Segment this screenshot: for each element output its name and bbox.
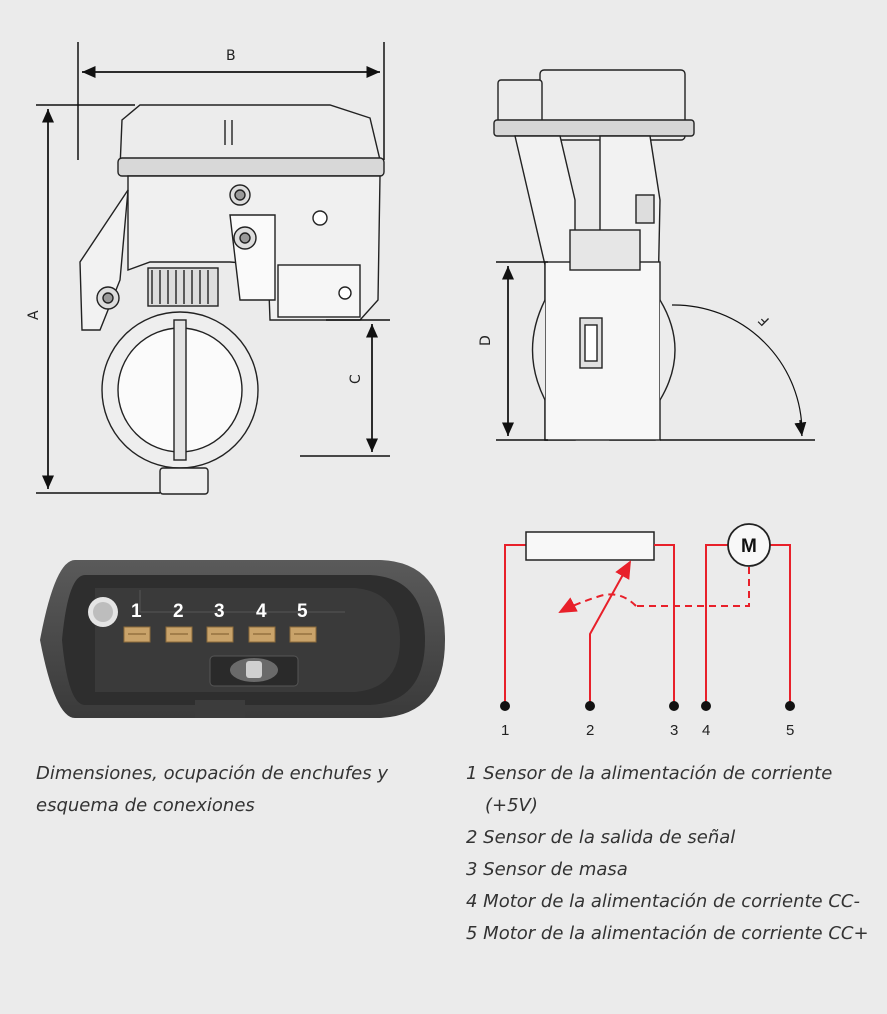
side-dimensions — [496, 261, 815, 441]
terminal-label-5: 5 — [786, 722, 794, 739]
pin-label-5: 5 — [297, 601, 308, 622]
pin-1 — [123, 626, 151, 643]
pin-label-4: 4 — [256, 601, 267, 622]
figure-caption: Dimensiones, ocupación de enchufes y esq… — [36, 758, 436, 822]
dim-label-b: B — [226, 48, 236, 64]
caption-line-2: esquema de conexiones — [36, 795, 255, 816]
spring — [147, 267, 219, 307]
pin-2 — [165, 626, 193, 643]
pin-3 — [206, 626, 234, 643]
pin-4 — [248, 626, 276, 643]
connector-pins — [123, 626, 317, 643]
terminal-label-2: 2 — [586, 722, 594, 739]
dim-label-a: A — [26, 310, 42, 320]
front-dimensions — [36, 42, 390, 494]
dim-label-c: C — [348, 374, 364, 384]
legend-item-1: 1 Sensor de la alimentación de corriente… — [466, 763, 833, 816]
legend-item-5: 5 Motor de la alimentación de corriente … — [466, 923, 869, 944]
dim-label-d: D — [478, 335, 494, 346]
terminal-label-4: 4 — [702, 722, 710, 739]
front-view-drawing — [79, 104, 385, 495]
pin-label-1: 1 — [131, 601, 142, 622]
circuit-terminals — [500, 701, 795, 711]
pin-label-3: 3 — [214, 601, 225, 622]
pin-5 — [289, 626, 317, 643]
connector-plug — [40, 560, 445, 718]
legend-item-4: 4 Motor de la alimentación de corriente … — [466, 891, 860, 912]
caption-line-1: Dimensiones, ocupación de enchufes y — [36, 763, 388, 784]
terminal-label-1: 1 — [501, 722, 509, 739]
legend-item-2: 2 Sensor de la salida de señal — [466, 827, 736, 848]
legend-item-3: 3 Sensor de masa — [466, 859, 628, 880]
pin-label-2: 2 — [173, 601, 184, 622]
side-view-drawing — [493, 69, 695, 441]
terminal-label-3: 3 — [670, 722, 678, 739]
circuit-schematic — [504, 531, 791, 705]
pin-legend: 1 Sensor de la alimentación de corriente… — [466, 758, 886, 950]
motor-label: M — [741, 536, 757, 557]
motor-symbol — [727, 523, 771, 567]
dim-label-f: F — [756, 311, 773, 328]
